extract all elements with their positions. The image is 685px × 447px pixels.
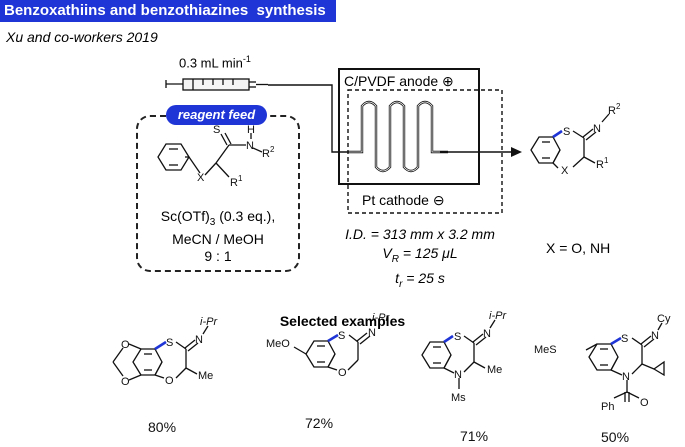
ex1-me-label: Me — [198, 370, 213, 382]
ex2-s-label: S — [338, 330, 345, 342]
product-structure — [530, 113, 610, 169]
cathode-label: Pt cathode ⊖ — [362, 192, 445, 208]
x-definition: X = O, NH — [546, 240, 611, 256]
reagent-h-label: H — [247, 124, 255, 136]
reaction-conditions: Sc(OTf)3 (0.3 eq.), MeCN / MeOH 9 : 1 — [160, 208, 276, 264]
residence-time: tr = 25 s — [395, 269, 445, 290]
ex2-ipr-label: i-Pr — [372, 312, 390, 324]
title-banner: Benzoxathiins and benzothiazines synthes… — [0, 0, 336, 22]
reactor-volume: VR = 125 μL — [382, 245, 458, 265]
product-r1-label: R1 — [596, 156, 609, 171]
ex2-meo-label: MeO — [266, 338, 290, 350]
yield-example-1: 80% — [148, 419, 176, 435]
ex3-ipr-label: i-Pr — [489, 310, 507, 322]
ex1-o1-label: O — [121, 339, 130, 351]
product-r2-label: R2 — [608, 102, 621, 117]
ex1-o2-label: O — [121, 376, 130, 388]
ex3-n-label: N — [483, 328, 491, 340]
ex2-n-label: N — [368, 327, 376, 339]
ex1-n-label: N — [195, 334, 203, 346]
ex4-cy-label: Cy — [657, 313, 671, 325]
ex3-n2-label: N — [454, 369, 462, 381]
reagent-r2-label: R2 — [262, 145, 275, 160]
ex4-mes-label: MeS — [534, 344, 557, 356]
cathode-chamber — [347, 89, 503, 214]
ex4-n-label: N — [651, 330, 659, 342]
yield-example-2: 72% — [305, 415, 333, 431]
serpentine-channel — [349, 100, 448, 173]
ex2-o-label: O — [338, 367, 347, 379]
ex4-n2-label: N — [622, 371, 630, 383]
reagent-s-label: S — [213, 124, 220, 136]
example-1-structure — [112, 325, 209, 381]
reagent-feed-pill: reagent feed — [166, 105, 267, 125]
ex4-s-label: S — [621, 333, 628, 345]
selected-examples-heading: Selected examples — [279, 313, 406, 329]
reagent-n-label: N — [246, 140, 254, 152]
anode-label: C/PVDF anode ⊕ — [344, 73, 454, 89]
feed-tubing — [268, 84, 349, 153]
anode-chamber — [338, 68, 480, 185]
subtitle: Xu and co-workers 2019 — [6, 29, 158, 45]
yield-example-4: 50% — [601, 429, 629, 445]
ex3-me-label: Me — [487, 364, 502, 376]
ex3-s-label: S — [454, 331, 461, 343]
ex4-ph-label: Ph — [601, 401, 614, 413]
product-x-label: X — [561, 165, 569, 177]
ex1-o3-label: O — [165, 375, 174, 387]
example-4-structure — [585, 322, 665, 402]
reagent-structure — [157, 132, 263, 178]
flow-rate: 0.3 mL min-1 — [179, 54, 251, 71]
ex3-ms-label: Ms — [451, 392, 466, 404]
reagent-r1-label: R1 — [230, 174, 243, 189]
reactor-parameters: I.D. = 313 mm x 3.2 mm VR = 125 μL tr = … — [314, 225, 526, 294]
inner-diameter: I.D. = 313 mm x 3.2 mm — [345, 226, 495, 242]
yield-example-3: 71% — [460, 428, 488, 444]
example-3-structure — [421, 319, 496, 389]
product-n-label: N — [593, 123, 601, 135]
example-2-structure — [293, 332, 371, 371]
reagent-x-label: X — [197, 172, 205, 184]
syringe-icon — [165, 78, 268, 91]
ex1-ipr-label: i-Pr — [200, 316, 218, 328]
ex4-o-label: O — [640, 397, 649, 409]
ex1-s-label: S — [166, 337, 173, 349]
product-s-label: S — [563, 126, 570, 138]
